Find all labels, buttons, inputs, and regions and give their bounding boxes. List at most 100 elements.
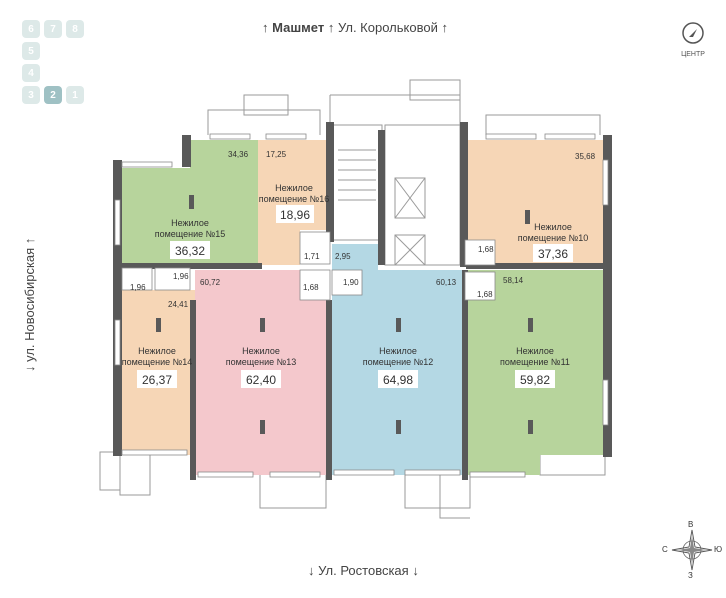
unit-13-area: 62,40 bbox=[246, 373, 276, 387]
unit-11-name1: Нежилое bbox=[516, 346, 554, 356]
unit-11-name2: помещение №11 bbox=[500, 357, 570, 367]
wc-blocks bbox=[121, 231, 496, 301]
compass-center[interactable]: ЦЕНТР bbox=[676, 20, 710, 58]
stair-porch bbox=[329, 94, 461, 125]
balconies bbox=[99, 79, 606, 519]
unit-11-area: 59,82 bbox=[520, 373, 550, 387]
unit-12-fill bbox=[332, 244, 465, 475]
wall-h-15 bbox=[122, 263, 262, 269]
unit-14-name1: Нежилое bbox=[138, 346, 176, 356]
wc-14a bbox=[121, 267, 153, 291]
unit-15-area: 36,32 bbox=[175, 244, 205, 258]
section-2[interactable]: 2 bbox=[44, 86, 62, 104]
arrow-up-icon: ↑ bbox=[262, 20, 269, 35]
unit-11-room: 58,14 bbox=[503, 276, 524, 285]
wc13-label: 1,68 bbox=[303, 283, 319, 292]
unit-10-fill bbox=[465, 140, 603, 265]
unit-12-name1: Нежилое bbox=[379, 346, 417, 356]
wall-13-right bbox=[326, 300, 332, 480]
balcony-bottom-left bbox=[99, 451, 121, 491]
section-7[interactable]: 7 bbox=[44, 20, 62, 38]
unit-10-name2: помещение №10 bbox=[518, 233, 589, 243]
wc-16 bbox=[299, 231, 331, 265]
compass-center-label: ЦЕНТР bbox=[681, 51, 705, 58]
wall-h-10 bbox=[466, 263, 606, 269]
unit-10-name1: Нежилое bbox=[534, 222, 572, 232]
porch-bottom-13 bbox=[259, 475, 327, 509]
unit-16-room: 17,25 bbox=[266, 150, 287, 159]
unit-12-area: 64,98 bbox=[383, 373, 413, 387]
unit-10-area: 37,36 bbox=[538, 247, 568, 261]
wc16-label: 1,71 bbox=[304, 252, 320, 261]
wc-14b bbox=[154, 267, 191, 291]
porch-bottom-12 bbox=[404, 475, 471, 509]
unit-14-room: 24,41 bbox=[168, 300, 189, 309]
section-selector: 6 7 8 5 4 3 2 1 bbox=[22, 20, 102, 110]
arrow-up-icon: ↑ bbox=[441, 20, 448, 35]
unit-13-room: 60,72 bbox=[200, 278, 221, 287]
porch-bottom-left bbox=[119, 455, 151, 496]
unit-13-name2: помещение №13 bbox=[226, 357, 297, 367]
wind-s: З bbox=[688, 571, 693, 580]
balcony-top-wide bbox=[207, 109, 321, 135]
arrow-down-icon: ↓ bbox=[308, 563, 315, 578]
elevator-2 bbox=[394, 234, 426, 266]
unit-15-name1: Нежилое bbox=[171, 218, 209, 228]
unit-14-area: 26,37 bbox=[142, 373, 172, 387]
unit-16-area: 18,96 bbox=[280, 208, 310, 222]
lift-hall bbox=[384, 124, 461, 266]
wall-core-left bbox=[326, 122, 334, 242]
arrow-down-icon: ↓ bbox=[412, 563, 419, 578]
section-1[interactable]: 1 bbox=[66, 86, 84, 104]
unit-14-name2: помещение №14 bbox=[122, 357, 193, 367]
balcony-top-right bbox=[409, 79, 461, 101]
wind-e: Ю bbox=[714, 545, 723, 554]
unit-12-room: 60,13 bbox=[436, 278, 457, 287]
wall-13-left bbox=[190, 300, 196, 480]
unit-15-room: 34,36 bbox=[228, 150, 249, 159]
unit-16-name1: Нежилое bbox=[275, 183, 313, 193]
wc-11 bbox=[464, 271, 496, 301]
street-korolkovoy: Ул. Корольковой bbox=[337, 20, 438, 35]
wc-10 bbox=[464, 239, 496, 266]
section-5[interactable]: 5 bbox=[22, 42, 40, 60]
stairwell bbox=[331, 124, 383, 241]
section-8[interactable]: 8 bbox=[66, 20, 84, 38]
elevator-1 bbox=[394, 177, 426, 219]
wall-left-top bbox=[182, 135, 191, 167]
wind-rose-icon bbox=[671, 529, 713, 571]
section-3[interactable]: 3 bbox=[22, 86, 40, 104]
windows bbox=[114, 133, 609, 478]
wind-rose: В З С Ю bbox=[662, 520, 722, 580]
wc12-label: 2,95 bbox=[335, 252, 351, 261]
wall-right bbox=[603, 135, 612, 457]
unit-16-name2: помещение №16 bbox=[259, 194, 330, 204]
section-4[interactable]: 4 bbox=[22, 64, 40, 82]
unit-labels: Нежилое помещение №15 36,32 34,36 Нежило… bbox=[122, 150, 596, 388]
wall-12-right bbox=[462, 270, 468, 480]
unit-12-name2: помещение №12 bbox=[363, 357, 434, 367]
wc14b-label: 1,96 bbox=[173, 272, 189, 281]
wind-w: С bbox=[662, 545, 668, 554]
small-room-labels: 1,71 2,95 1,68 1,96 1,96 1,68 1,90 1,68 bbox=[130, 245, 494, 299]
steps-bottom-12 bbox=[439, 475, 470, 519]
unit-15-name2: помещение №15 bbox=[155, 229, 226, 239]
unit-10-room: 35,68 bbox=[575, 152, 596, 161]
wind-n: В bbox=[688, 520, 694, 529]
wc14a-label: 1,96 bbox=[130, 283, 146, 292]
street-bottom: ↓ Ул. Ростовская ↓ bbox=[308, 563, 419, 578]
wc11-label: 1,68 bbox=[477, 290, 493, 299]
wc-13 bbox=[299, 269, 331, 301]
walls bbox=[113, 122, 612, 480]
wc-12 bbox=[331, 269, 363, 296]
section-6[interactable]: 6 bbox=[22, 20, 40, 38]
wall-core-mid bbox=[378, 130, 385, 265]
street-mashmet: Машмет bbox=[272, 20, 325, 35]
balcony-top-left bbox=[243, 94, 289, 116]
compass-icon bbox=[682, 22, 704, 44]
balcony-top-right-wide bbox=[485, 114, 601, 135]
wc10-label: 1,68 bbox=[478, 245, 494, 254]
arrow-up-icon: ↑ bbox=[327, 20, 335, 35]
wall-core-right bbox=[460, 122, 468, 267]
